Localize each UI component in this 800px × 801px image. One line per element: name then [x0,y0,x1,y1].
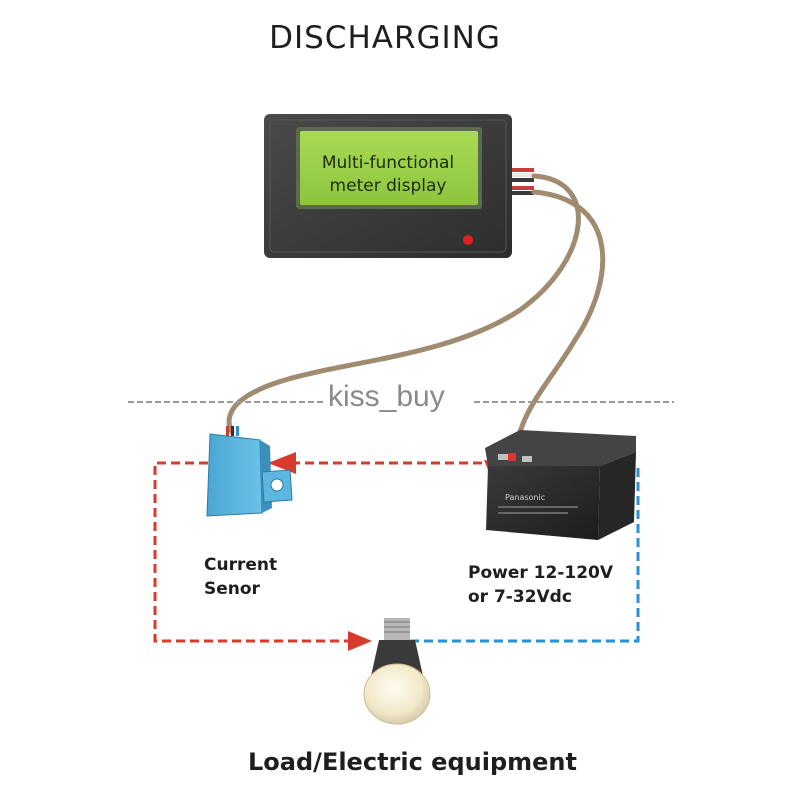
current-sensor-label-line1: Current [204,555,278,575]
power-label: Power 12-120V or 7-32Vdc [468,561,613,609]
battery-terminal-positive [498,454,508,460]
light-bulb [363,618,431,725]
meter-display-unit [264,114,534,258]
watermark-text: kiss_buy [328,380,445,413]
battery: Panasonic [485,430,636,540]
red-arrow-left-icon [268,452,296,474]
power-label-line2: or 7-32Vdc [468,587,572,607]
cables [226,173,606,458]
watermark-strip [128,401,674,403]
meter-label-line1: Multi-functional [321,153,455,173]
sensor-cable [226,173,581,435]
status-led-icon [463,235,473,245]
battery-terminal-negative [522,456,532,462]
meter-label-line2: meter display [329,176,447,196]
lcd-screen [300,131,478,205]
power-label-line1: Power 12-120V [468,563,614,583]
diagram-title: DISCHARGING [269,20,501,56]
power-cable [512,189,606,458]
battery-brand: Panasonic [505,493,545,502]
red-arrow-right-icon [348,631,372,651]
current-sensor [206,426,293,517]
red-current-path [153,461,496,643]
load-label: Load/Electric equipment [248,748,577,776]
current-sensor-label-line2: Senor [204,579,260,599]
current-sensor-label: Current Senor [204,553,277,601]
blue-return-path [410,464,640,643]
meter-display-label: Multi-functional meter display [298,152,478,198]
